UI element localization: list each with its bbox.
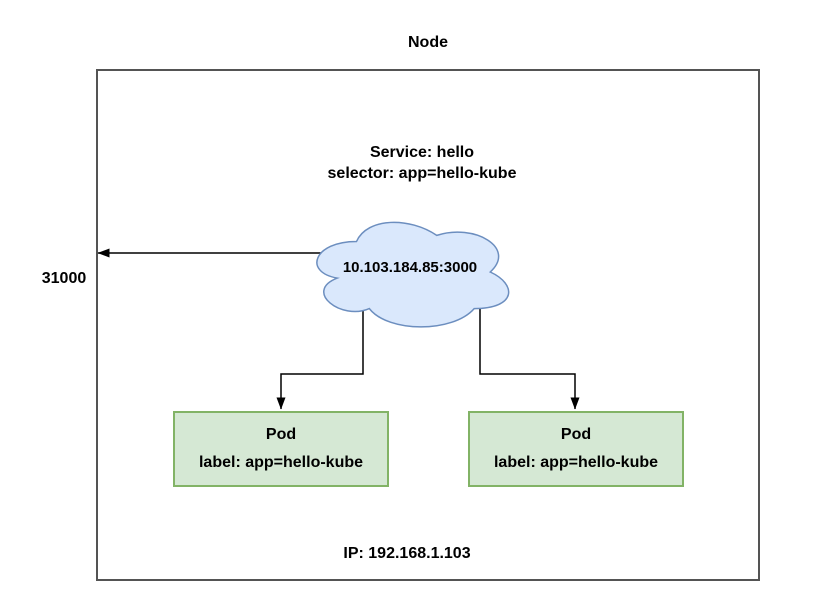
service-endpoint-label: 10.103.184.85:3000 (342, 259, 478, 276)
service-selector-line: selector: app=hello-kube (327, 165, 517, 182)
pod-selector-label: label: app=hello-kube (493, 454, 659, 471)
node-title: Node (408, 34, 448, 51)
service-cloud-shape (316, 221, 510, 328)
pod-title: Pod (265, 426, 297, 443)
nodeport-label: 31000 (41, 270, 87, 287)
node-container-border (96, 69, 760, 581)
pod-box-2: Pod label: app=hello-kube (468, 411, 684, 487)
node-ip-label: IP: 192.168.1.103 (343, 545, 471, 562)
pod-box-1: Pod label: app=hello-kube (173, 411, 389, 487)
cloud-icon (316, 221, 510, 328)
service-name-line: Service: hello (369, 144, 475, 161)
pod-selector-label: label: app=hello-kube (198, 454, 364, 471)
connector-service-to-pod2-arrow (479, 285, 580, 410)
service-caption: Service: hello selector: app=hello-kube (272, 142, 572, 184)
pod-title: Pod (560, 426, 592, 443)
connector-service-to-pod1-arrow (276, 285, 364, 410)
